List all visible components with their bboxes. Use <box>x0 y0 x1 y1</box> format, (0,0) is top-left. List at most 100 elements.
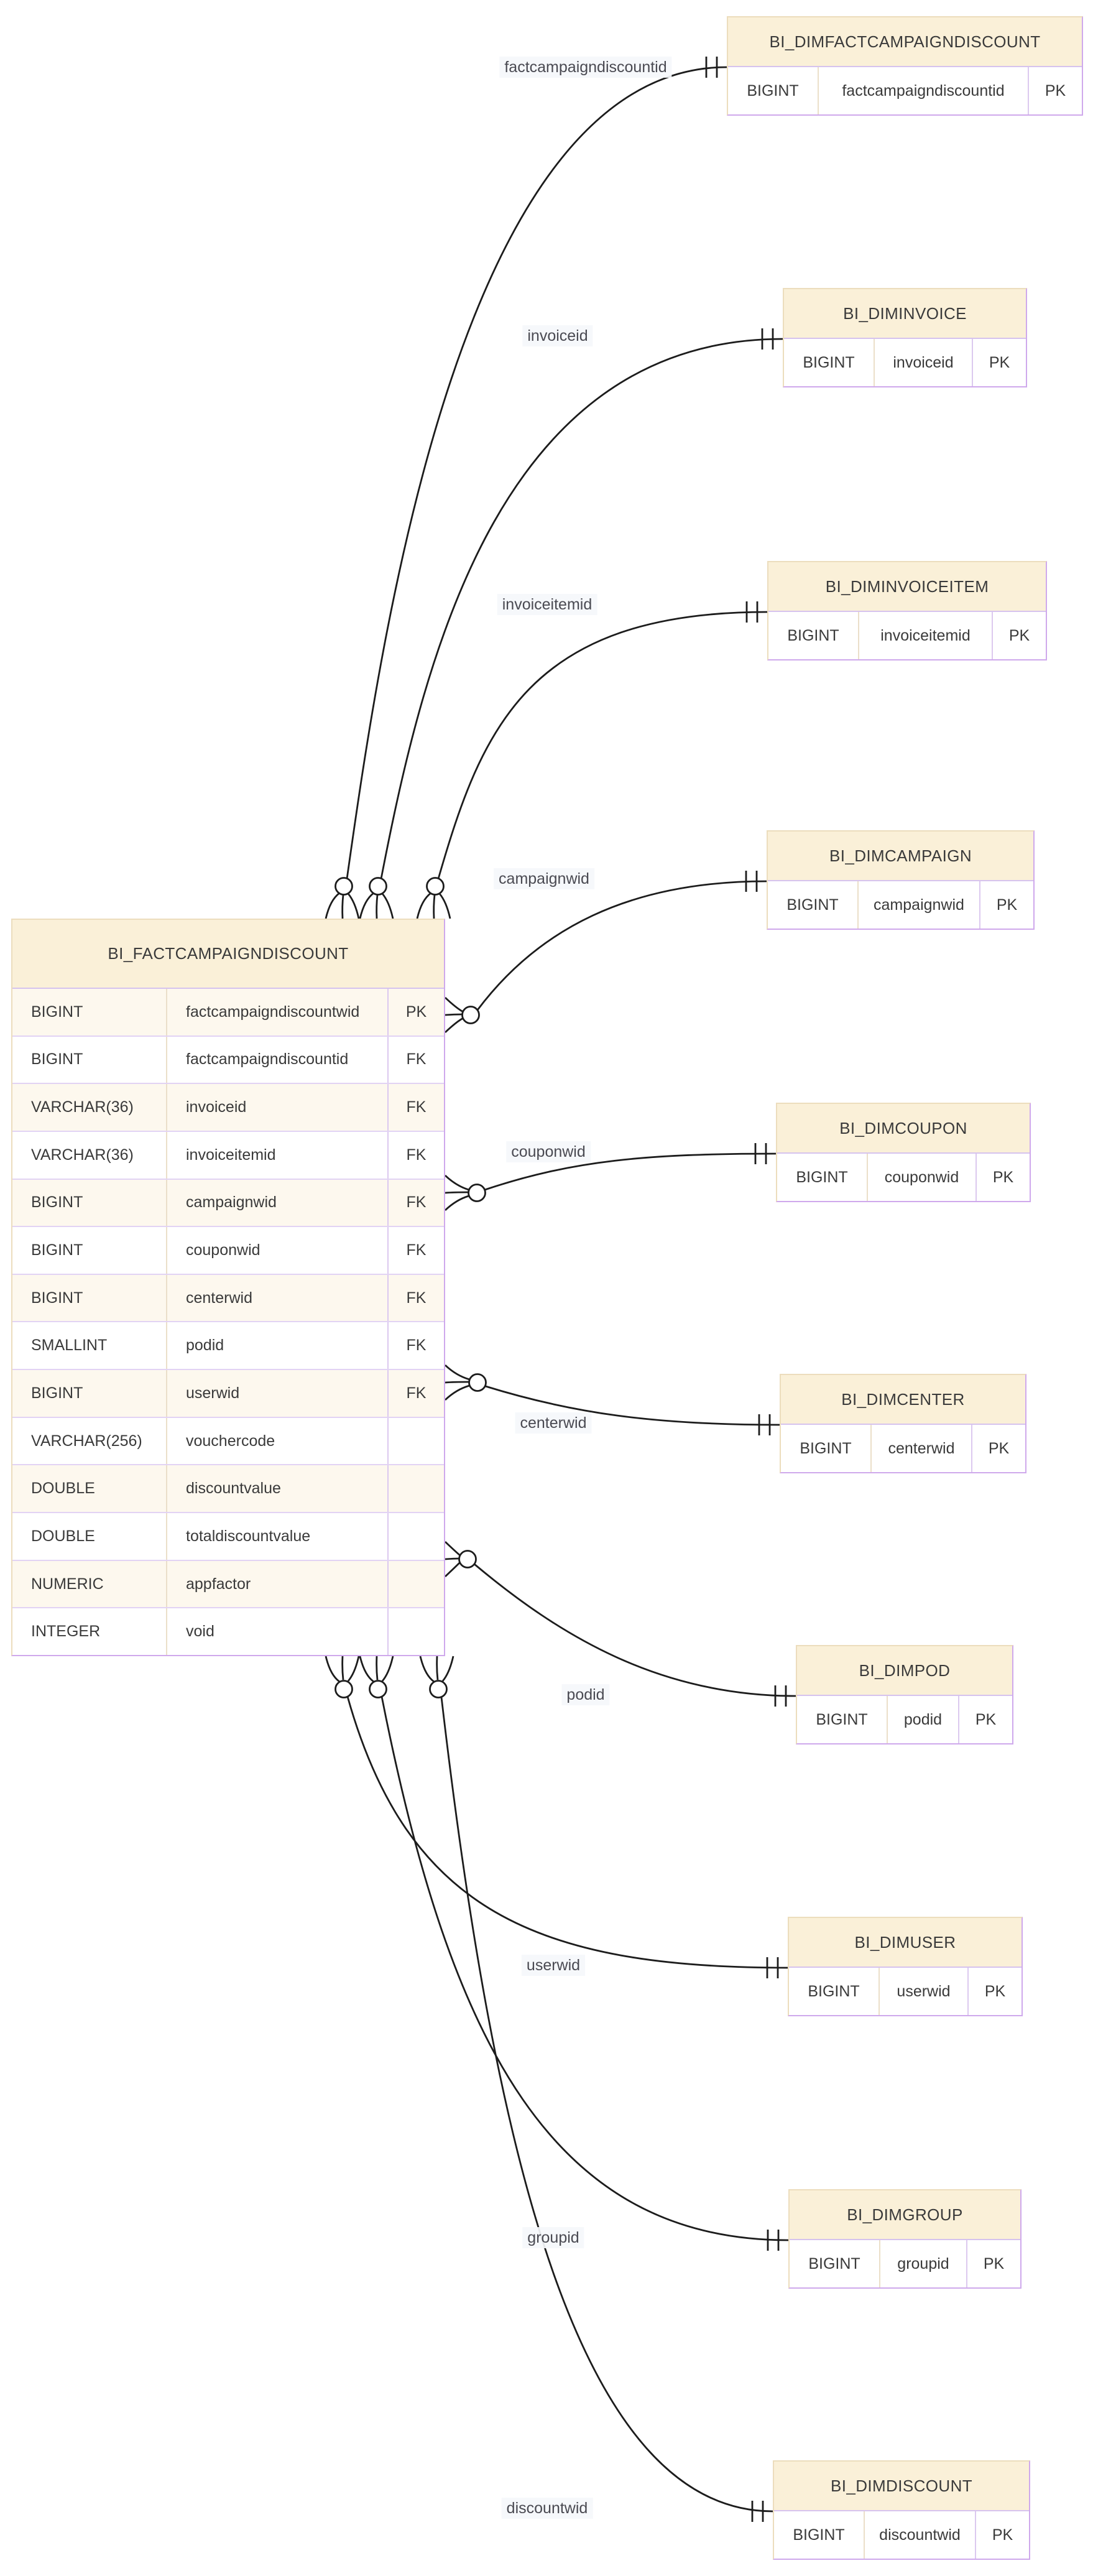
column-type: BIGINT <box>31 1003 83 1021</box>
relationship-line-userwid <box>325 1656 788 1978</box>
entity-table-bi-dimcenter[interactable]: BI_DIMCENTER BIGINT centerwid PK <box>780 1374 1026 1473</box>
column-name: void <box>166 1608 387 1655</box>
entity-table-bi-dimcampaign[interactable]: BI_DIMCAMPAIGN BIGINT campaignwid PK <box>767 830 1035 930</box>
relationship-line-groupid <box>359 1656 789 2251</box>
column-name: vouchercode <box>166 1417 387 1465</box>
column-type: BIGINT <box>31 1384 83 1402</box>
one-cardinality-icon <box>745 601 759 623</box>
table-title: BI_DIMCAMPAIGN <box>768 832 1033 881</box>
column-type: BIGINT <box>787 626 839 644</box>
column-name: podid <box>887 1696 958 1743</box>
many-cardinality-icon <box>445 1541 477 1578</box>
entity-table-bi-dimgroup[interactable]: BI_DIMGROUP BIGINT groupid PK <box>788 2189 1022 2289</box>
column-key: PK <box>1028 67 1082 114</box>
column-key: PK <box>992 612 1046 659</box>
entity-table-bi-factcampaigndiscount[interactable]: BI_FACTCAMPAIGNDISCOUNT BIGINT factcampa… <box>11 919 445 1656</box>
column-type: BIGINT <box>816 1710 868 1728</box>
table-title: BI_DIMGROUP <box>790 2190 1020 2240</box>
entity-table-bi-dimuser[interactable]: BI_DIMUSER BIGINT userwid PK <box>788 1917 1023 2016</box>
table-title: BI_DIMUSER <box>789 1918 1022 1968</box>
table-title: BI_DIMINVOICE <box>784 289 1026 339</box>
relationship-curve <box>440 1697 773 2513</box>
column-type: VARCHAR(256) <box>31 1432 142 1450</box>
table-row: BIGINT factcampaigndiscountwid PK <box>12 989 444 1035</box>
column-type: BIGINT <box>808 1982 860 2000</box>
entity-table-bi-dimdiscount[interactable]: BI_DIMDISCOUNT BIGINT discountwid PK <box>773 2460 1030 2560</box>
column-type: BIGINT <box>793 2526 845 2544</box>
table-row: BIGINT centerwid PK <box>781 1425 1025 1472</box>
one-cardinality-icon <box>705 57 718 78</box>
table-row: VARCHAR(36) invoiceitemid FK <box>12 1130 444 1179</box>
relationship-label: discountwid <box>501 2498 593 2519</box>
column-name: campaignwid <box>857 881 979 929</box>
column-name: invoiceid <box>166 1084 387 1131</box>
column-type: SMALLINT <box>31 1337 108 1355</box>
relationship-curve <box>485 1385 780 1426</box>
many-cardinality-icon <box>325 877 360 919</box>
one-cardinality-icon <box>766 1957 779 1978</box>
relationship-line-podid <box>445 1541 796 1707</box>
column-name: groupid <box>879 2240 966 2287</box>
relationship-curve <box>380 338 783 879</box>
table-row: SMALLINT podid FK <box>12 1321 444 1369</box>
column-name: discountwid <box>864 2511 975 2559</box>
column-key: FK <box>387 1084 444 1131</box>
table-row: BIGINT invoiceid PK <box>784 339 1026 386</box>
table-row: DOUBLE discountvalue <box>12 1464 444 1513</box>
column-name: podid <box>166 1322 387 1369</box>
column-key: PK <box>387 989 444 1035</box>
column-name: invoiceitemid <box>858 612 992 659</box>
many-cardinality-icon <box>445 996 480 1034</box>
table-row: BIGINT factcampaigndiscountid FK <box>12 1035 444 1083</box>
column-key: PK <box>958 1696 1012 1743</box>
column-type: BIGINT <box>31 1289 83 1307</box>
column-key: FK <box>387 1131 444 1179</box>
table-title: BI_FACTCAMPAIGNDISCOUNT <box>12 920 444 989</box>
column-name: appfactor <box>166 1560 387 1608</box>
column-key: PK <box>971 1425 1025 1472</box>
entity-table-bi-diminvoiceitem[interactable]: BI_DIMINVOICEITEM BIGINT invoiceitemid P… <box>767 561 1047 660</box>
table-row: INTEGER void <box>12 1607 444 1655</box>
entity-table-bi-dimfactcampaigndiscount[interactable]: BI_DIMFACTCAMPAIGNDISCOUNT BIGINT factca… <box>727 16 1083 116</box>
table-row: BIGINT groupid PK <box>790 2240 1020 2287</box>
table-row: VARCHAR(36) invoiceid FK <box>12 1083 444 1131</box>
entity-table-bi-dimpod[interactable]: BI_DIMPOD BIGINT podid PK <box>796 1645 1013 1744</box>
many-cardinality-icon <box>359 1656 394 1698</box>
one-cardinality-icon <box>758 1414 771 1435</box>
many-cardinality-icon <box>359 877 394 919</box>
column-key: FK <box>387 1179 444 1226</box>
column-type: VARCHAR(36) <box>31 1098 134 1116</box>
column-type: DOUBLE <box>31 1480 95 1498</box>
one-cardinality-icon <box>745 871 758 892</box>
table-row: BIGINT userwid PK <box>789 1968 1022 2015</box>
table-row: BIGINT couponwid PK <box>777 1154 1030 1201</box>
column-name: userwid <box>879 1968 967 2015</box>
relationship-curve <box>346 66 727 879</box>
column-type: BIGINT <box>808 2254 860 2273</box>
one-cardinality-icon <box>754 1143 767 1164</box>
column-type: INTEGER <box>31 1623 101 1641</box>
table-row: BIGINT invoiceitemid PK <box>768 612 1046 659</box>
column-name: campaignwid <box>166 1179 387 1226</box>
table-row: BIGINT userwid FK <box>12 1369 444 1417</box>
table-row: NUMERIC appfactor <box>12 1559 444 1608</box>
column-key: PK <box>966 2240 1020 2287</box>
many-cardinality-icon <box>445 1364 487 1401</box>
column-name: discountvalue <box>166 1465 387 1513</box>
relationship-label: campaignwid <box>494 868 594 889</box>
relationship-line-invoiceid <box>359 328 783 919</box>
relationship-curve <box>484 1152 777 1191</box>
entity-table-bi-diminvoice[interactable]: BI_DIMINVOICE BIGINT invoiceid PK <box>783 288 1027 387</box>
entity-table-bi-dimcoupon[interactable]: BI_DIMCOUPON BIGINT couponwid PK <box>776 1103 1031 1202</box>
column-name: factcampaigndiscountwid <box>166 989 387 1035</box>
column-key: PK <box>967 1968 1022 2015</box>
column-key: FK <box>387 1274 444 1322</box>
relationship-curve <box>476 880 767 1011</box>
column-type: BIGINT <box>796 1168 848 1186</box>
many-cardinality-icon <box>419 1656 454 1698</box>
column-type: BIGINT <box>803 353 855 371</box>
column-key <box>387 1560 444 1608</box>
table-row: BIGINT factcampaigndiscountid PK <box>728 67 1082 114</box>
relationship-line-invoiceitemid <box>416 601 768 919</box>
